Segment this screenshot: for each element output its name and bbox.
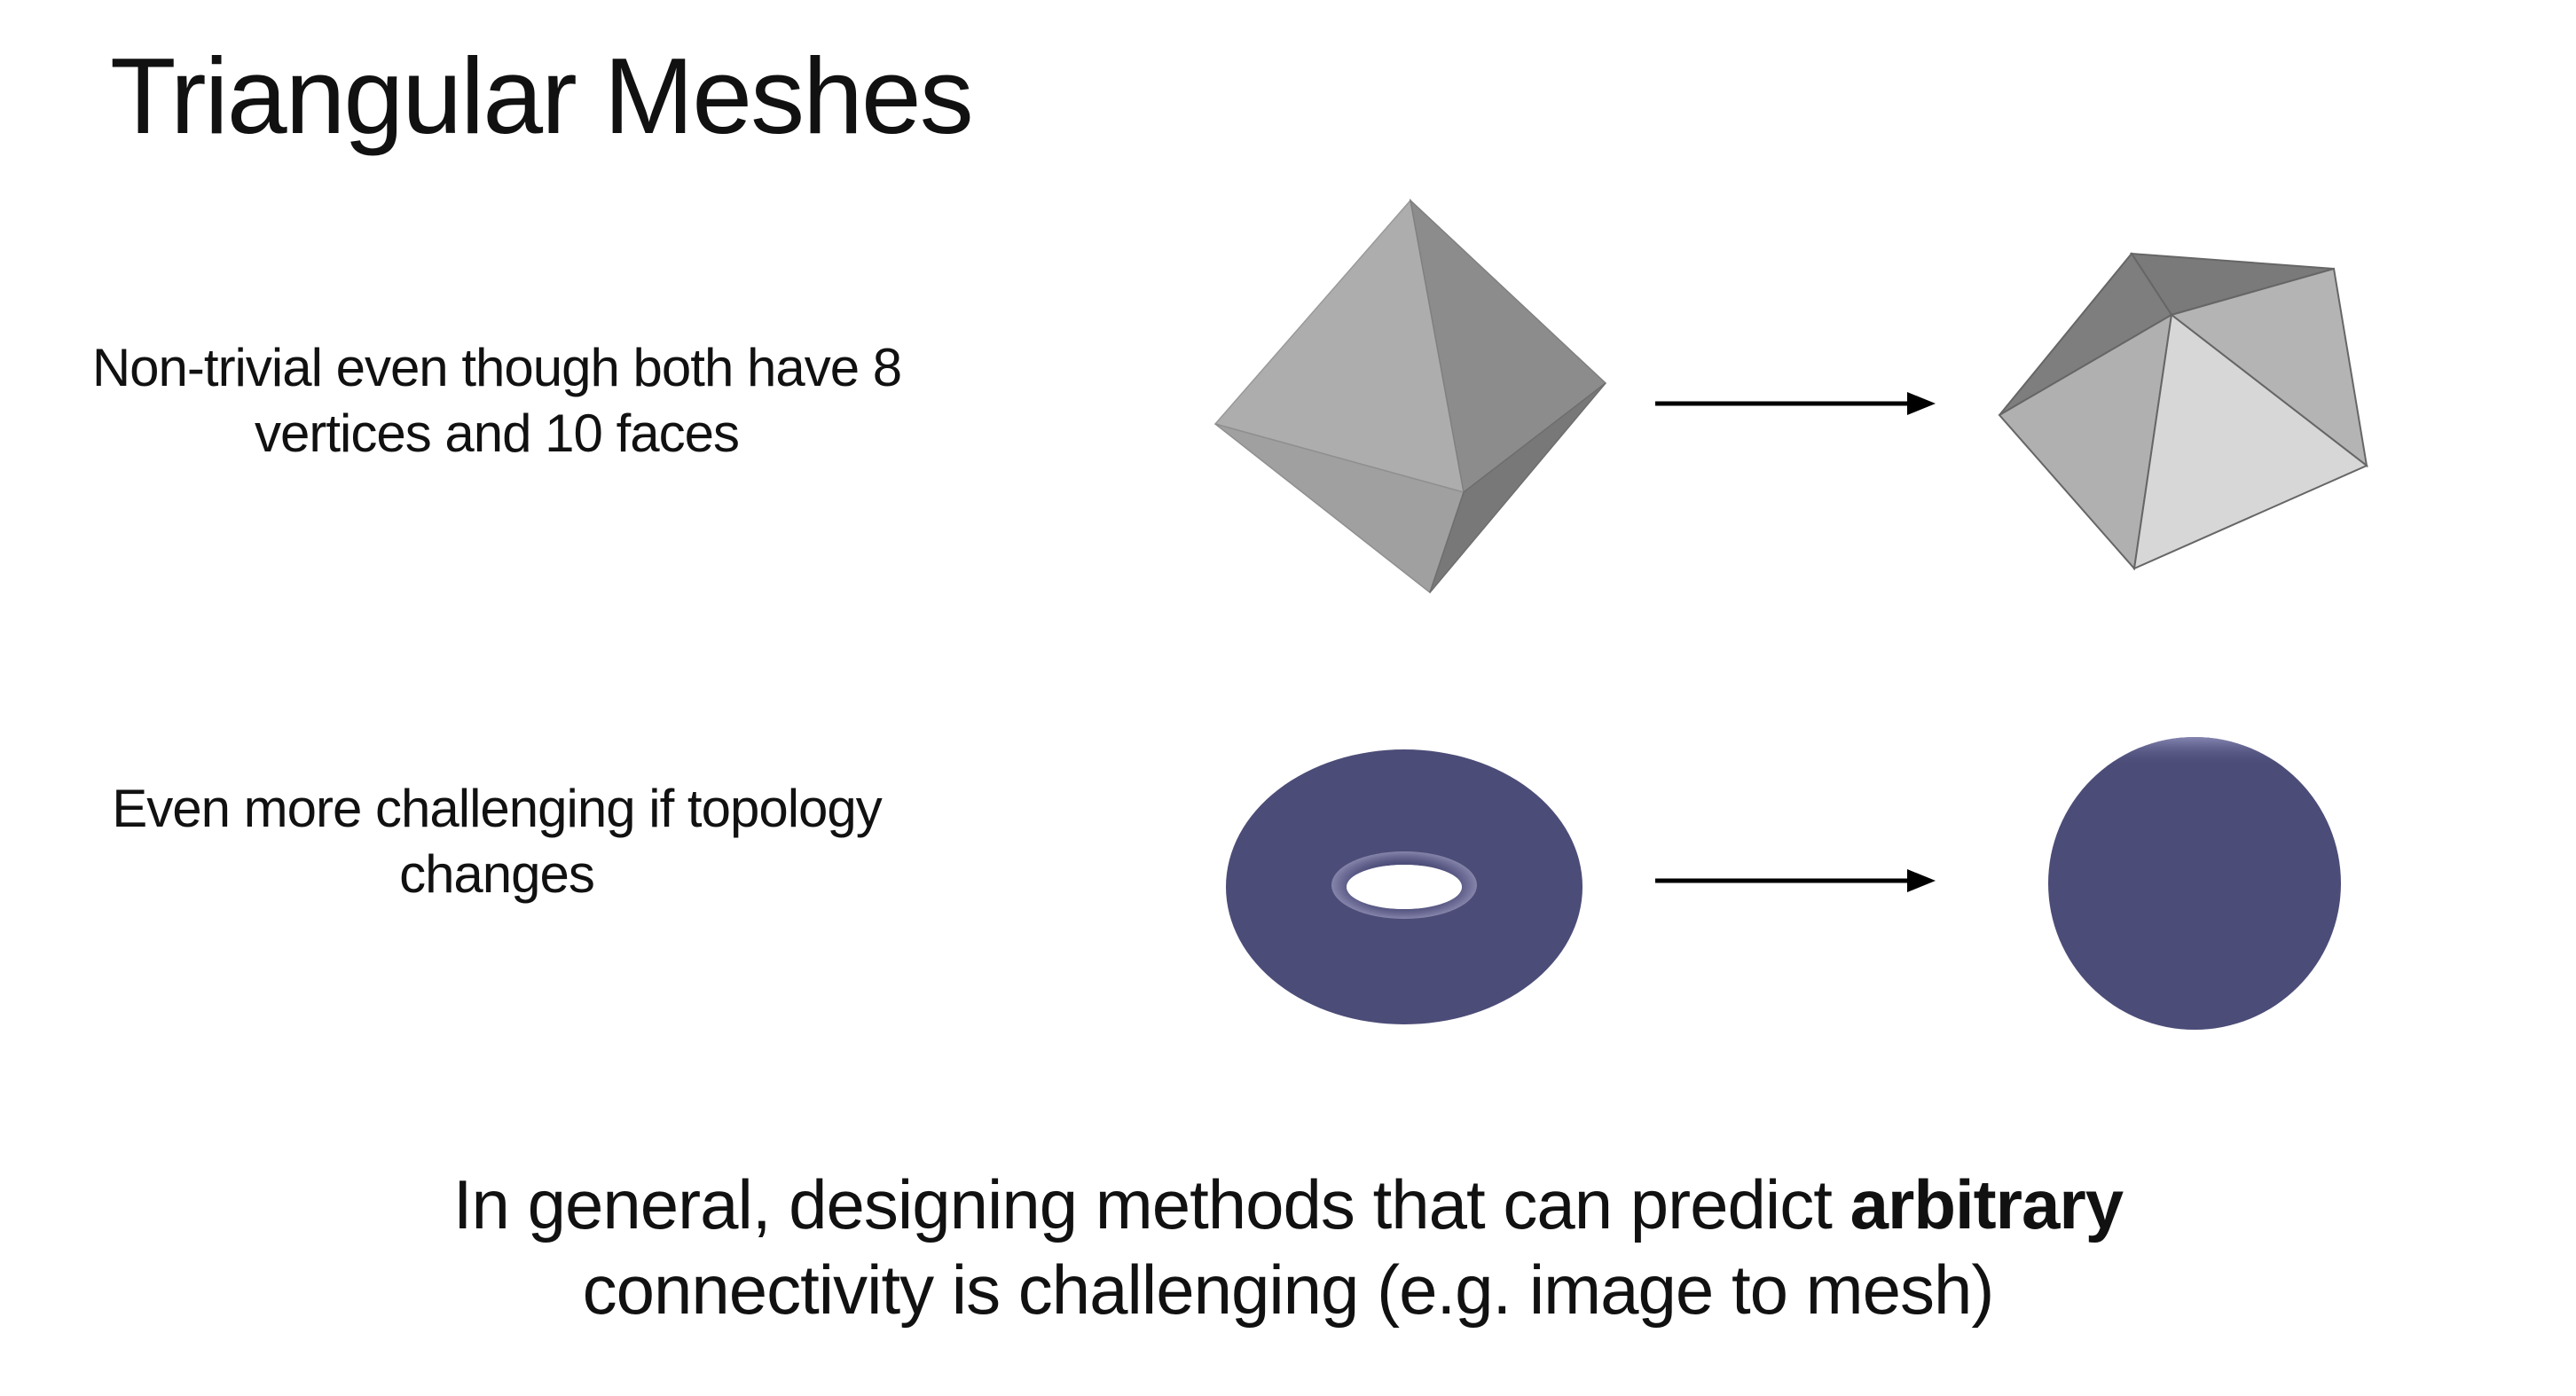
- torus-shape: [1226, 749, 1583, 1024]
- right-arrow-icon: [1655, 392, 1936, 415]
- row1-caption: Non-trivial even though both have 8 vert…: [53, 335, 940, 467]
- slide-title: Triangular Meshes: [110, 35, 974, 156]
- polyhedron-figure: [1998, 252, 2368, 571]
- bottom-statement: In general, designing methods that can p…: [312, 1162, 2264, 1332]
- row1-caption-line1: Non-trivial even though both have 8: [91, 338, 902, 397]
- right-arrow-icon: [1655, 869, 1936, 892]
- octahedron-figure: [1213, 198, 1607, 594]
- row2-caption: Even more challenging if topology change…: [53, 776, 940, 907]
- arrow-2-head: [1907, 869, 1936, 892]
- bottom-statement-pre: In general, designing methods that can p…: [452, 1165, 1850, 1243]
- row2-caption-line2: changes: [399, 844, 595, 904]
- torus-hole: [1347, 865, 1462, 909]
- row2-caption-line1: Even more challenging if topology: [112, 779, 883, 838]
- bottom-statement-line1: In general, designing methods that can p…: [312, 1162, 2264, 1247]
- sphere-figure: [2048, 737, 2341, 1030]
- octahedron-face-right-bottom: [1429, 382, 1606, 593]
- arrow-1-head: [1907, 392, 1936, 415]
- row1-caption-line2: vertices and 10 faces: [255, 404, 740, 463]
- bottom-statement-line2: connectivity is challenging (e.g. image …: [582, 1251, 1995, 1329]
- polyhedron-face-front: [2132, 313, 2368, 570]
- torus-figure: [1226, 749, 1583, 1024]
- sphere-highlight: [2048, 737, 2341, 1030]
- bottom-statement-bold: arbitrary: [1850, 1165, 2124, 1243]
